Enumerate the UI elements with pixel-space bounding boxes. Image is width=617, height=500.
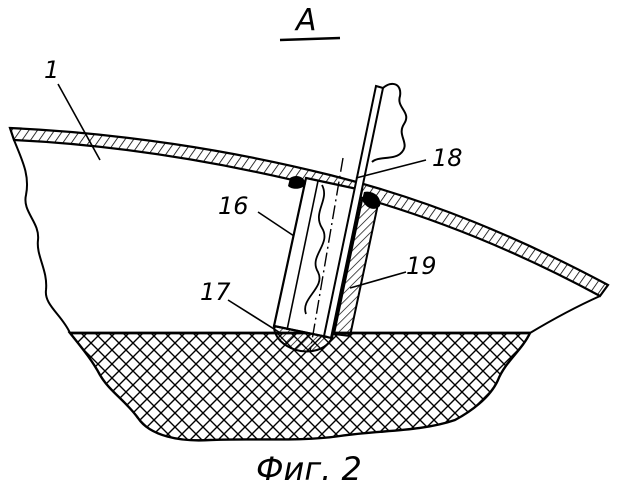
label-bottom: 17 — [200, 278, 231, 306]
view-label: A — [294, 3, 317, 38]
figure-caption: Фиг. 2 — [256, 450, 362, 488]
label-wall: 19 — [406, 252, 437, 280]
view-label-underline — [280, 38, 340, 40]
label-shell: 1 — [44, 56, 59, 84]
leader-1 — [58, 84, 100, 160]
leader-16 — [258, 212, 294, 236]
break-line-left — [14, 140, 70, 333]
leader-17 — [228, 300, 282, 334]
label-sleeve: 16 — [218, 192, 249, 220]
cavity-right-edge — [530, 296, 600, 333]
label-probe: 18 — [432, 144, 463, 172]
